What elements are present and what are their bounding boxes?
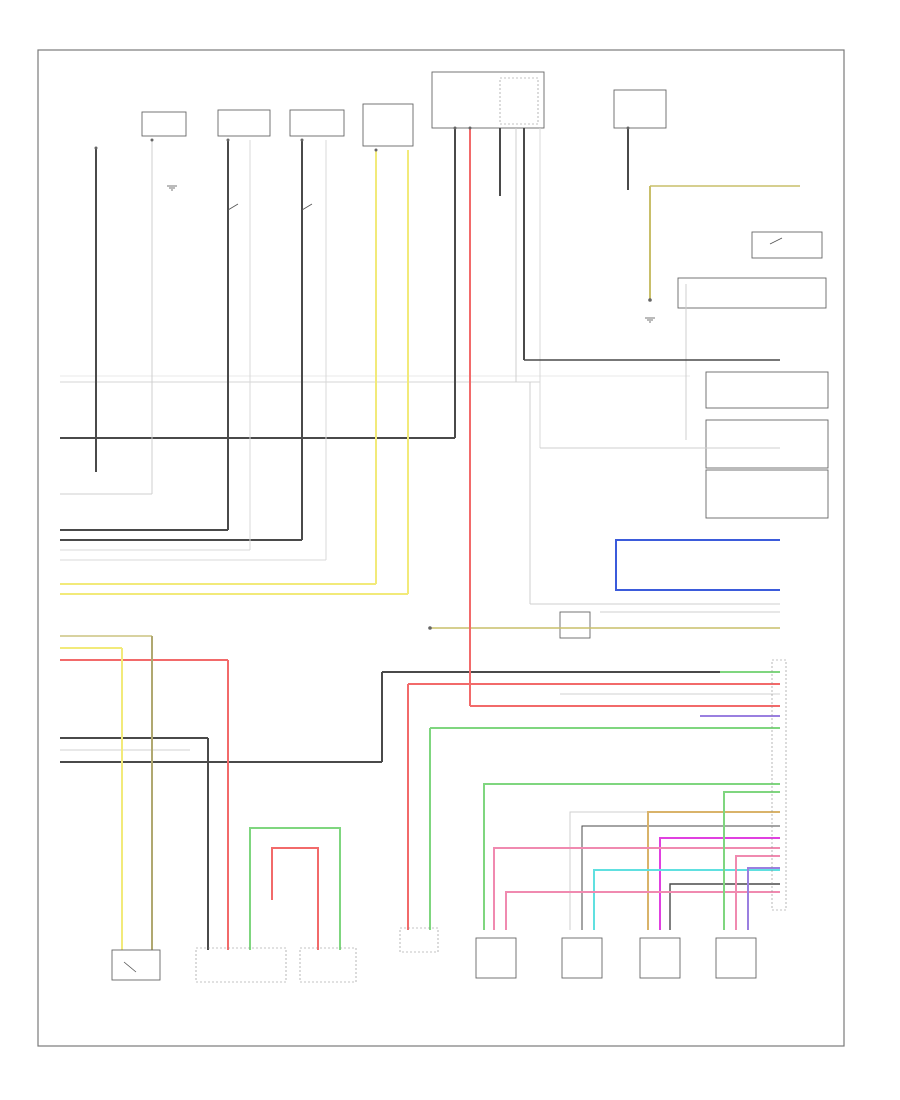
component-box-top-4 [362, 103, 414, 147]
horizontal-wires [60, 375, 780, 763]
connector-icon [226, 138, 230, 142]
wire-pink-sensor-3 [735, 855, 780, 930]
wire-green-sensor-1 [483, 783, 780, 930]
connector-markers [94, 126, 652, 630]
bottom-sensor-wires [483, 783, 780, 930]
component-box-right-1 [677, 277, 827, 309]
component-box-right-4 [705, 469, 829, 519]
wire-pink-sensor-2 [505, 891, 780, 930]
connector-box-3 [299, 947, 357, 983]
connector-icon [453, 126, 457, 130]
component-box-right-3 [705, 419, 829, 469]
sensor-box-1 [111, 949, 161, 981]
connector-icon [648, 298, 652, 302]
component-box-top-right [613, 89, 667, 129]
connector-icon [94, 146, 98, 150]
ground-icon [167, 185, 655, 323]
switch-box-right [751, 231, 823, 259]
connector-icon [468, 126, 472, 130]
connector-icon [150, 138, 154, 142]
top-components [141, 71, 829, 639]
component-box-top-3 [289, 109, 345, 137]
wire-black-sensor-2 [669, 883, 780, 930]
junction-block-inner-box [499, 77, 539, 125]
switch-icon [123, 203, 783, 973]
connector-icon [626, 126, 630, 130]
component-box-top-1 [141, 111, 187, 137]
sensor-box-8 [715, 937, 757, 979]
connector-icon [300, 138, 304, 142]
sensor-box-6 [561, 937, 603, 979]
component-box-right-2 [705, 371, 829, 409]
vertical-wires [95, 128, 687, 950]
wire-violet-sensor [747, 867, 780, 930]
wire-black-sensor-1 [581, 825, 780, 930]
junction-block-box [431, 71, 545, 129]
connector-icon [428, 626, 432, 630]
wire-cyan-sensor [593, 869, 780, 930]
wire-orange-sensor [647, 811, 780, 930]
bottom-components [111, 659, 787, 983]
wire-magenta-sensor [659, 837, 780, 930]
wire-green-lower-left [249, 827, 341, 950]
sensor-box-5 [475, 937, 517, 979]
sensor-box-7 [639, 937, 681, 979]
component-box-top-2 [217, 109, 271, 137]
wire-blue-loop [615, 539, 780, 591]
connector-box-2 [195, 947, 287, 983]
diagram-frame [37, 49, 845, 1047]
wire-green-sensor-2 [723, 791, 780, 930]
connector-box-4 [399, 927, 439, 953]
left-front-connector-box [559, 611, 591, 639]
wire-pink-sensor-1 [493, 847, 780, 930]
wire-red-lower-left [271, 847, 319, 950]
connector-icon [374, 148, 378, 152]
